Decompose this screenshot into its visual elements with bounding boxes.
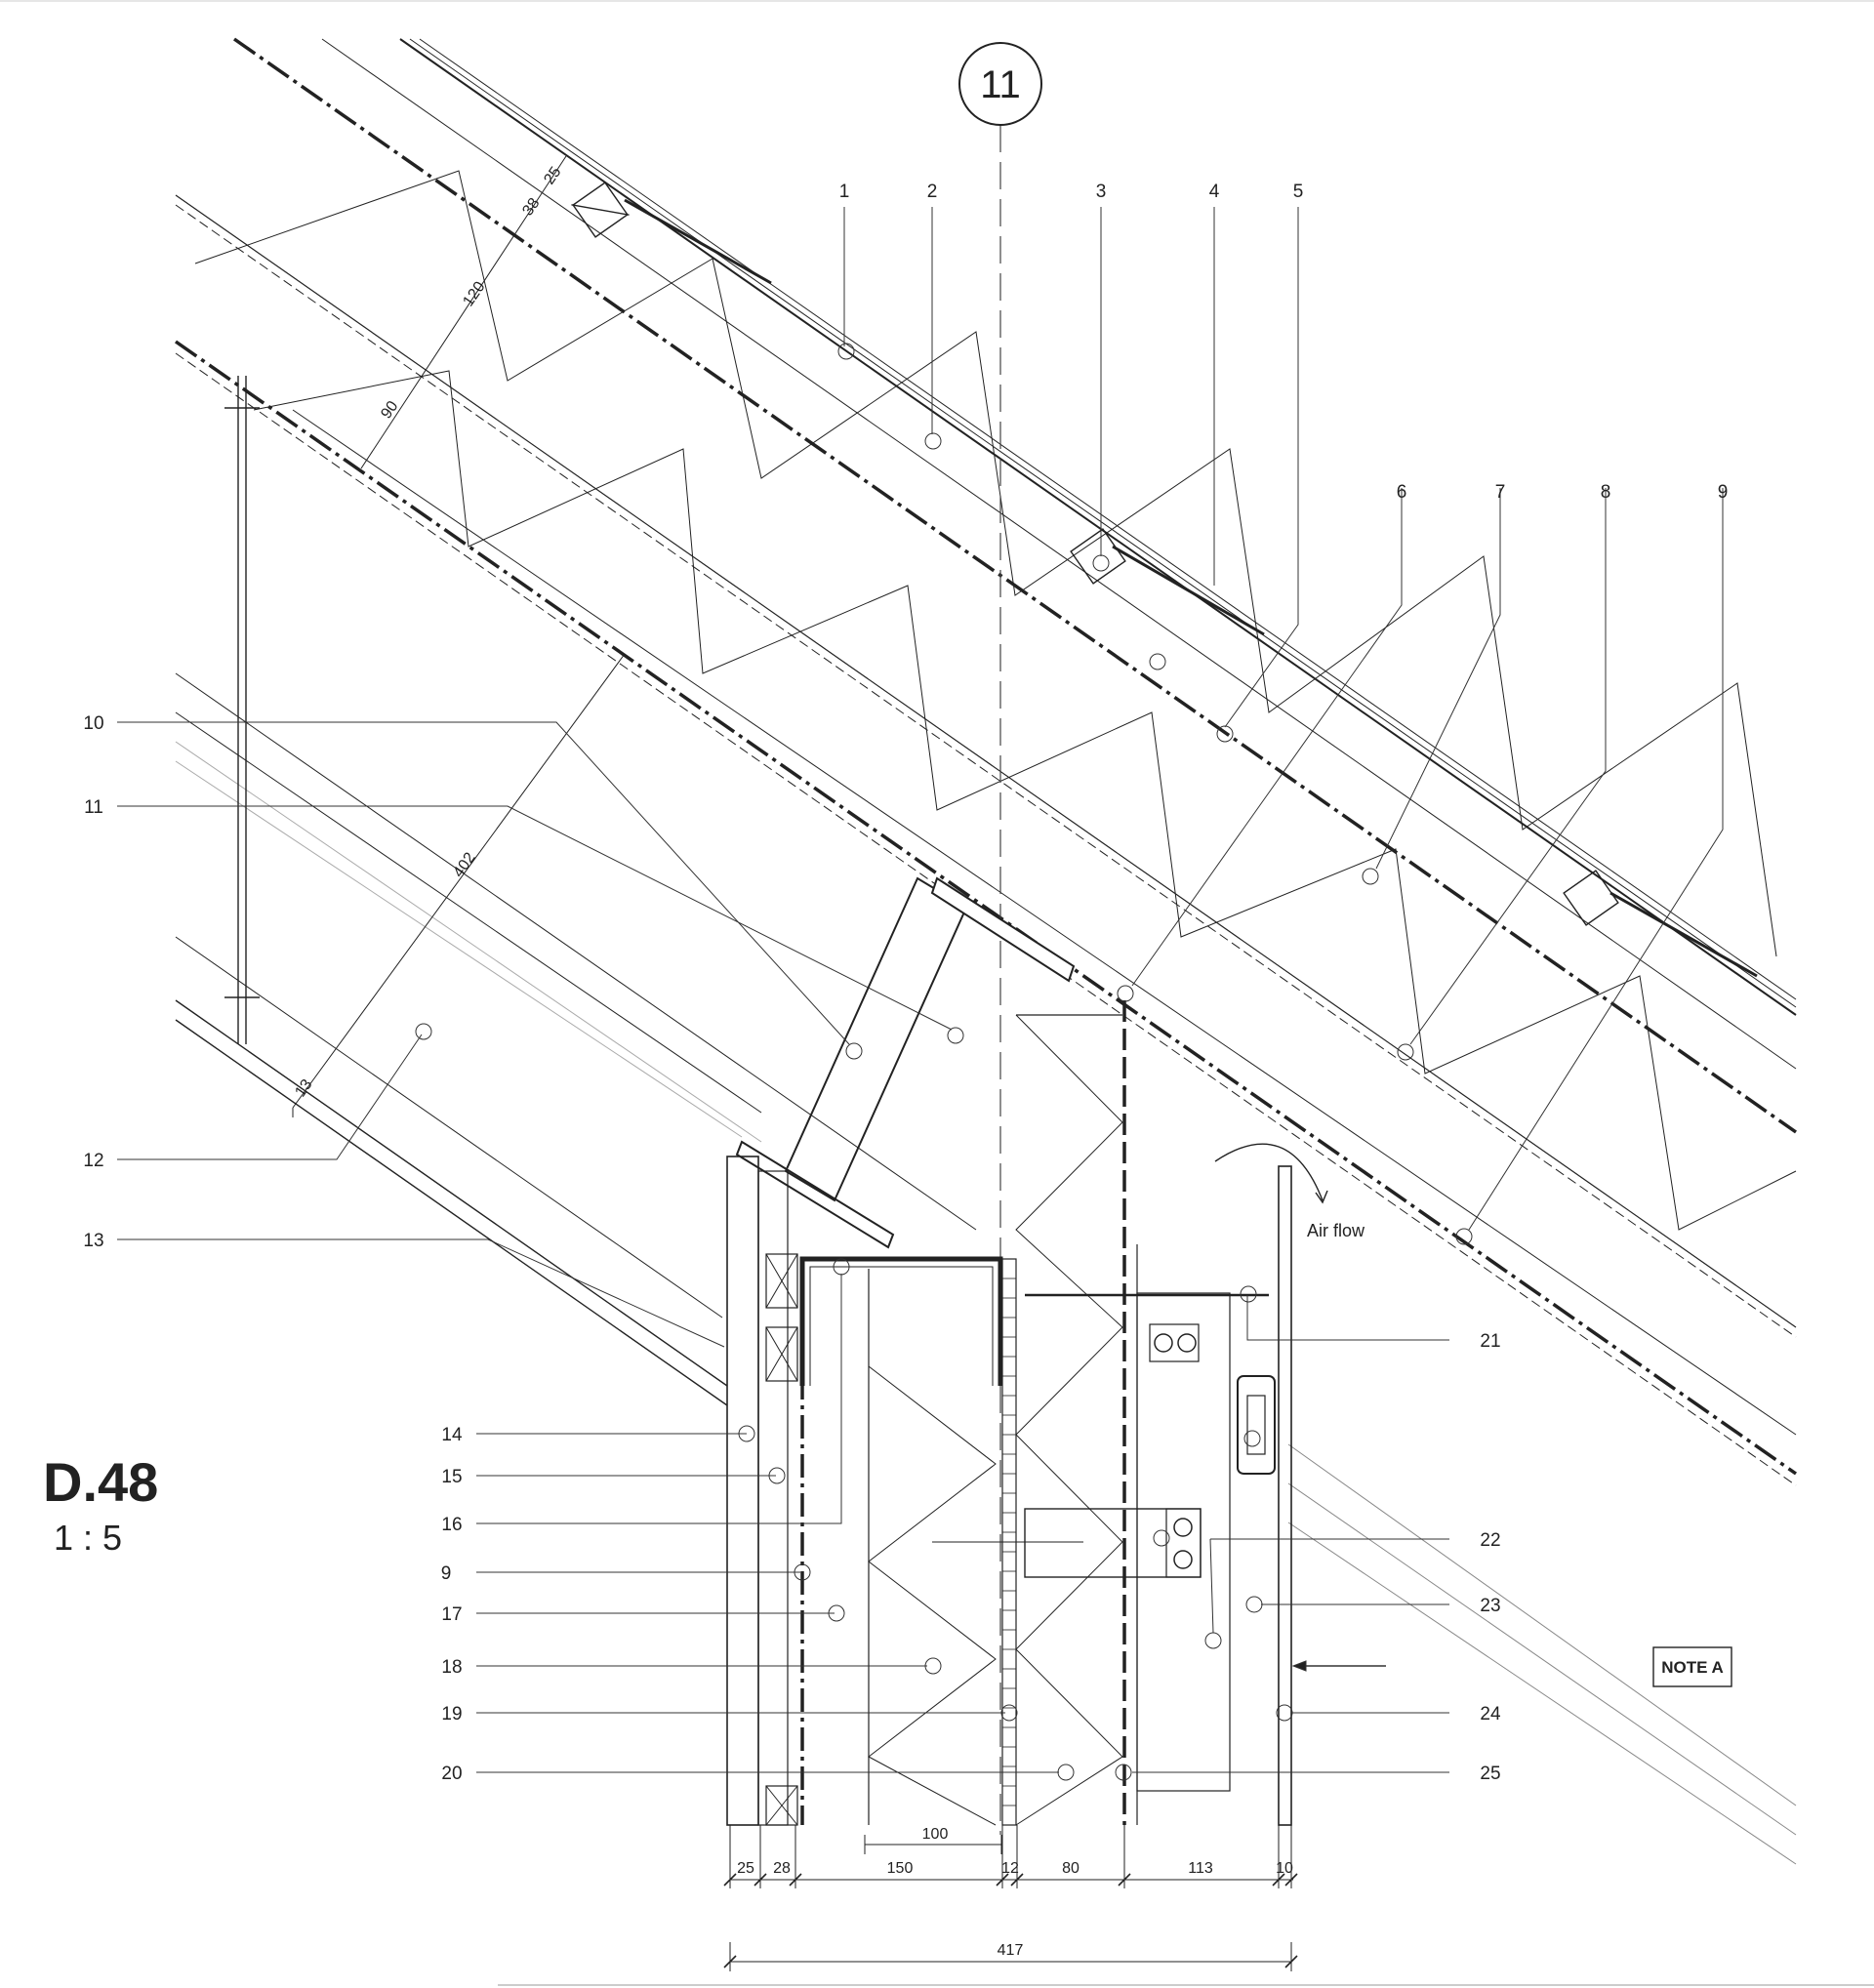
callout-16: 16 [441, 1515, 462, 1535]
callout-5: 5 [1293, 182, 1304, 202]
callout-numbers-left-lower: 14 15 16 9 17 18 19 20 [441, 1425, 463, 1784]
dim-chain-25: 25 [737, 1860, 754, 1877]
callout-9-lower: 9 [441, 1563, 452, 1584]
dim-100: 100 [922, 1826, 949, 1843]
grid-line-11: 11 [958, 42, 1042, 1835]
note-a-box: NOTE A [1652, 1646, 1732, 1687]
callout-14: 14 [441, 1425, 463, 1445]
wall-head [726, 876, 1328, 1826]
callout-2: 2 [927, 182, 938, 202]
callout-10: 10 [83, 713, 103, 734]
callout-15: 15 [441, 1467, 462, 1487]
bottom-dimension-lines [723, 1825, 1298, 1971]
dim-chain-10: 10 [1276, 1860, 1293, 1877]
callout-18: 18 [441, 1657, 462, 1678]
callout-19: 19 [441, 1704, 462, 1724]
air-flow-label: Air flow [1307, 1221, 1365, 1240]
callout-numbers-right: 21 22 23 24 25 [1480, 1331, 1501, 1784]
dim-chain-28: 28 [773, 1860, 791, 1877]
callout-23: 23 [1480, 1596, 1500, 1616]
roof-buildup [174, 37, 1798, 1865]
dim-chain-12: 12 [1001, 1860, 1019, 1877]
detail-title: D.48 [43, 1451, 158, 1513]
hanger-rod [224, 376, 260, 1044]
slope-dimensions [292, 155, 626, 1117]
note-a-label: NOTE A [1661, 1658, 1724, 1677]
detail-scale: 1 : 5 [54, 1518, 122, 1558]
callout-6: 6 [1397, 482, 1407, 503]
callout-13: 13 [83, 1231, 103, 1251]
dim-overall-417: 417 [998, 1942, 1024, 1959]
callout-8: 8 [1601, 482, 1611, 503]
leader-lines [117, 207, 1724, 1781]
bottom-dimension-labels: 100 25 28 150 12 80 113 10 417 [737, 1826, 1293, 1959]
callout-11: 11 [84, 797, 103, 818]
callout-numbers-left-upper: 10 11 12 13 [83, 713, 103, 1251]
callout-20: 20 [441, 1764, 462, 1784]
callout-9: 9 [1718, 482, 1729, 503]
grid-label: 11 [980, 63, 1021, 106]
callout-25: 25 [1480, 1764, 1500, 1784]
callout-4: 4 [1209, 182, 1220, 202]
dim-chain-80: 80 [1062, 1860, 1080, 1877]
callout-1: 1 [839, 182, 850, 202]
callout-7: 7 [1495, 482, 1506, 503]
callout-numbers-top: 1 2 3 4 5 6 7 8 9 [839, 182, 1729, 503]
callout-22: 22 [1480, 1530, 1500, 1551]
callout-12: 12 [83, 1151, 103, 1171]
dim-chain-113: 113 [1188, 1860, 1213, 1877]
callout-21: 21 [1480, 1331, 1500, 1352]
callout-3: 3 [1096, 182, 1107, 202]
callout-17: 17 [441, 1604, 462, 1625]
dim-chain-150: 150 [887, 1860, 914, 1877]
callout-24: 24 [1480, 1704, 1501, 1724]
